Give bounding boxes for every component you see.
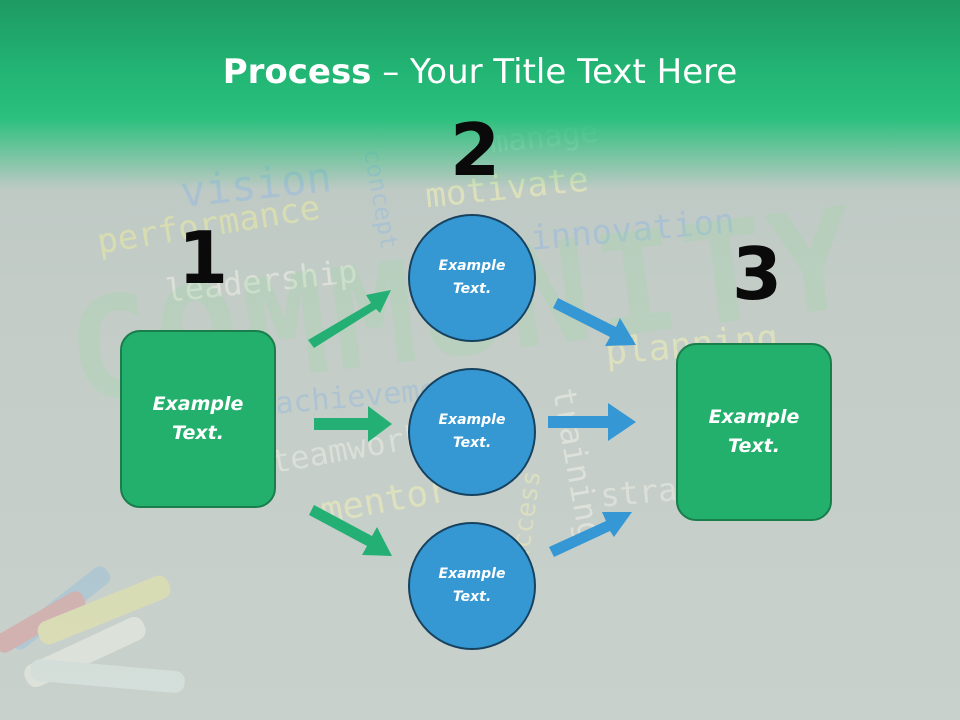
title-bold: Process	[222, 52, 372, 92]
circle-bottom-label: Example Text.	[438, 566, 506, 605]
process-circle-top: Example Text.	[408, 214, 536, 342]
process-circle-bottom: Example Text.	[408, 522, 536, 650]
left-box-label: Example Text.	[152, 393, 244, 444]
arrow-green-mid	[314, 406, 392, 442]
step-number-3: 3	[732, 232, 783, 316]
process-circle-middle: Example Text.	[408, 368, 536, 496]
step-number-2: 2	[450, 108, 501, 192]
arrow-green-up	[308, 290, 391, 348]
arrow-blue-down	[553, 298, 636, 346]
arrow-blue-mid	[548, 403, 636, 441]
title-bar	[0, 0, 960, 190]
right-process-box: Example Text.	[676, 343, 832, 521]
circle-top-label: Example Text.	[438, 258, 506, 297]
slide-title: Process – Your Title Text Here	[0, 52, 960, 92]
title-rest: – Your Title Text Here	[371, 52, 738, 92]
circle-middle-label: Example Text.	[438, 412, 506, 451]
right-box-label: Example Text.	[708, 406, 800, 457]
arrow-green-down	[309, 505, 392, 556]
left-process-box: Example Text.	[120, 330, 276, 508]
arrow-blue-up	[549, 512, 632, 557]
step-number-1: 1	[178, 216, 229, 300]
